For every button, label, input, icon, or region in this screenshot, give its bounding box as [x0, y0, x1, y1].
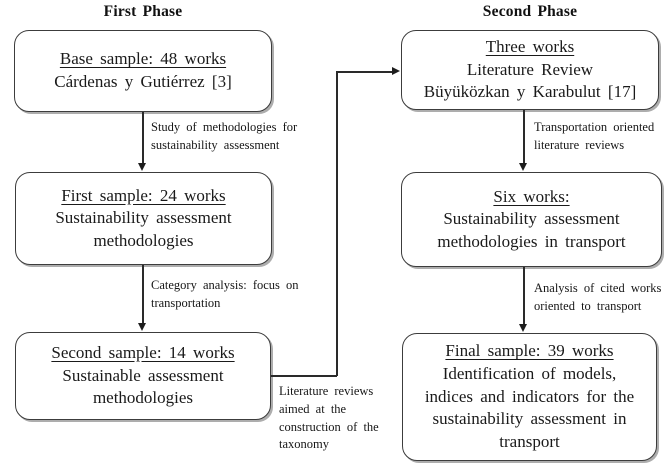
box-second-sample-line: Sustainable assessment: [62, 365, 224, 385]
box-base-sample-line: Cárdenas y Gutiérrez [3]: [54, 72, 232, 91]
arrowhead-down-icon: [138, 163, 146, 171]
box-six-works-title: Six works:: [493, 186, 570, 206]
edge-label-category-analysis: Category analysis: focus on transportati…: [151, 278, 299, 310]
box-base-sample-title: Base sample: 48 works: [59, 49, 227, 69]
box-final-sample-line: Identification of models,: [442, 364, 617, 384]
box-second-sample-line: methodologies: [92, 388, 194, 408]
arrowhead-down-icon: [519, 163, 527, 171]
connector-vertical-segment: [336, 71, 338, 376]
box-three-works-line: Büyüközkan y Karabulut [17]: [423, 82, 637, 102]
edge-label-literature-reviews-taxonomy: Literature reviews aimed at the construc…: [279, 384, 379, 452]
edge-label-study-methodologies: Study of methodologies for sustainabilit…: [151, 120, 298, 152]
arrowhead-down-icon: [519, 324, 527, 332]
box-three-works-line: Literature Review: [466, 59, 594, 79]
box-final-sample-line: indices and indicators for the: [424, 386, 635, 406]
box-first-sample-line: methodologies: [93, 230, 194, 250]
box-final-sample-line: transport: [499, 431, 560, 451]
second-phase-header: Second Phase: [482, 3, 578, 20]
box-first-sample: First sample: 24 works Sustainability as…: [15, 172, 272, 265]
arrow-line-three-to-six: [523, 110, 525, 165]
box-three-works: Three works Literature Review Büyüközkan…: [401, 30, 659, 110]
box-first-sample-line: Sustainability assessment: [55, 208, 232, 228]
box-second-sample: Second sample: 14 works Sustainable asse…: [15, 332, 271, 420]
arrowhead-right-icon: [392, 67, 400, 75]
connector-bottom-segment: [271, 375, 337, 377]
arrow-line-first-to-second: [142, 265, 144, 324]
box-three-works-title: Three works: [485, 37, 575, 57]
box-final-sample: Final sample: 39 works Identification of…: [402, 333, 657, 461]
arrow-line-base-to-first: [142, 112, 144, 165]
first-phase-header: First Phase: [103, 3, 183, 20]
box-six-works-line: Sustainability assessment: [443, 209, 620, 229]
box-final-sample-line: sustainability assessment in: [432, 409, 627, 429]
box-six-works-line: methodologies in transport: [437, 231, 626, 251]
arrow-line-six-to-final: [523, 267, 525, 325]
box-six-works: Six works: Sustainability assessment met…: [401, 172, 662, 267]
box-base-sample: Base sample: 48 works Cárdenas y Gutiérr…: [14, 30, 272, 112]
arrowhead-down-icon: [138, 323, 146, 331]
edge-label-analysis-cited: Analysis of cited works oriented to tran…: [534, 281, 662, 313]
box-second-sample-title: Second sample: 14 works: [51, 343, 235, 363]
edge-label-transportation-oriented: Transportation oriented literature revie…: [534, 120, 655, 152]
box-first-sample-title: First sample: 24 works: [61, 185, 226, 205]
connector-top-segment: [337, 71, 393, 73]
box-final-sample-title: Final sample: 39 works: [445, 341, 614, 361]
